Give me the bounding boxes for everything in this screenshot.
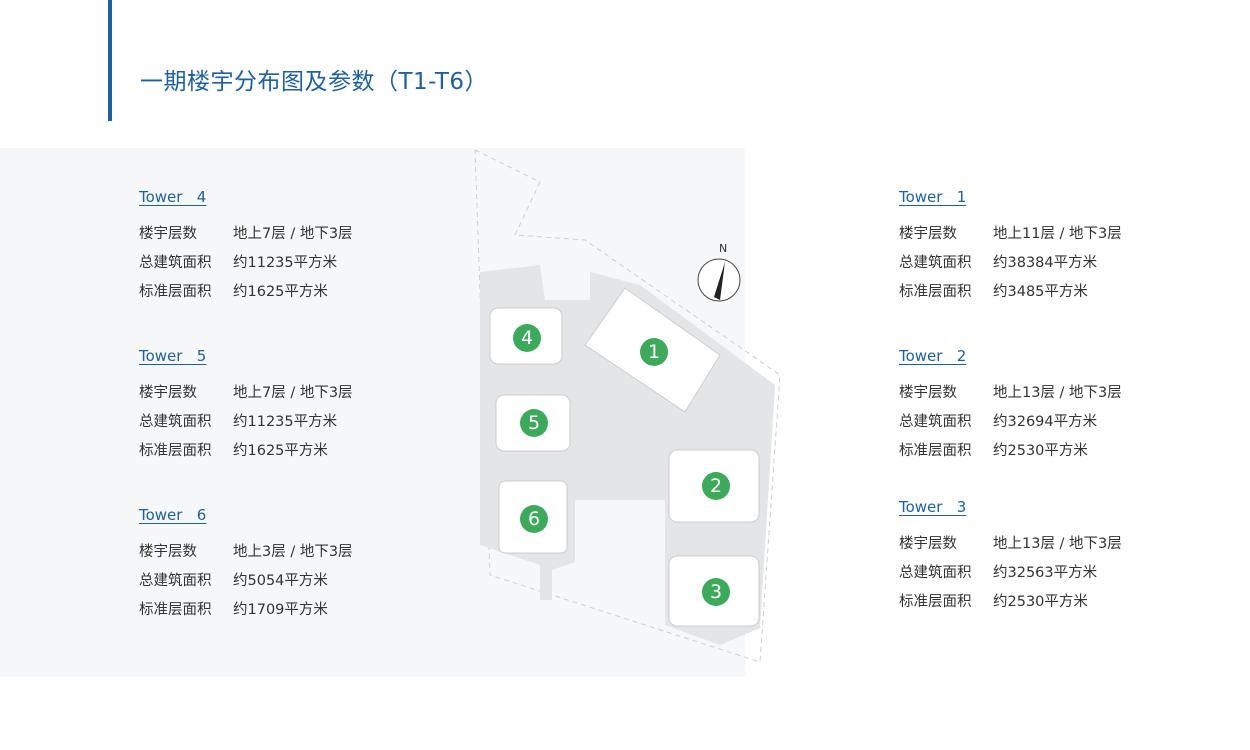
row-value: 约38384平方米 [993, 255, 1098, 271]
floors-row: 楼宇层数 地上13层 / 地下3层 [899, 381, 1122, 410]
total-area-row: 总建筑面积 约11235平方米 [139, 251, 353, 280]
compass-icon [697, 258, 741, 302]
row-value: 约5054平方米 [233, 573, 328, 589]
row-value: 约11235平方米 [233, 414, 338, 430]
row-value: 约1709平方米 [233, 602, 328, 618]
floors-row: 楼宇层数 地上13层 / 地下3层 [899, 532, 1122, 561]
page-title: 一期楼宇分布图及参数（T1-T6） [140, 69, 489, 95]
floor-area-row: 标准层面积 约2530平方米 [899, 439, 1122, 468]
tower-3-info: Tower 3 楼宇层数 地上13层 / 地下3层总建筑面积 约32563平方米标准层… [899, 498, 1122, 619]
row-value: 约1625平方米 [233, 284, 328, 300]
row-label: 总建筑面积 [899, 255, 972, 271]
row-label: 总建筑面积 [139, 573, 212, 589]
tower-name[interactable]: Tower 5 [139, 347, 207, 365]
tower-4-info: Tower 4 楼宇层数 地上7层 / 地下3层总建筑面积 约11235平方米标准层面… [139, 188, 353, 309]
tower-marker-2[interactable]: 2 [702, 472, 730, 500]
row-value: 约3485平方米 [993, 284, 1088, 300]
tower-marker-6[interactable]: 6 [520, 505, 548, 533]
row-value: 地上7层 / 地下3层 [233, 226, 353, 242]
tower-name[interactable]: Tower 6 [139, 506, 207, 524]
row-label: 楼宇层数 [139, 226, 197, 242]
tower-6-info: Tower 6 楼宇层数 地上3层 / 地下3层总建筑面积 约5054平方米标准层面积… [139, 506, 353, 627]
row-value: 约32563平方米 [993, 565, 1098, 581]
tower-marker-1[interactable]: 1 [640, 338, 668, 366]
row-value: 约32694平方米 [993, 414, 1098, 430]
tower-5-info: Tower 5 楼宇层数 地上7层 / 地下3层总建筑面积 约11235平方米标准层面… [139, 347, 353, 468]
tower-name[interactable]: Tower 2 [899, 347, 967, 365]
floors-row: 楼宇层数 地上7层 / 地下3层 [139, 222, 353, 251]
floor-area-row: 标准层面积 约1625平方米 [139, 280, 353, 309]
row-value: 地上13层 / 地下3层 [993, 536, 1122, 552]
tower-name[interactable]: Tower 3 [899, 498, 967, 516]
row-value: 约2530平方米 [993, 443, 1088, 459]
row-label: 标准层面积 [899, 284, 972, 300]
row-value: 约1625平方米 [233, 443, 328, 459]
site-boundary [474, 149, 781, 663]
floors-row: 楼宇层数 地上11层 / 地下3层 [899, 222, 1122, 251]
accent-bar [108, 0, 112, 121]
row-value: 地上13层 / 地下3层 [993, 385, 1122, 401]
row-value: 约2530平方米 [993, 594, 1088, 610]
tower-name[interactable]: Tower 1 [899, 188, 967, 206]
floor-area-row: 标准层面积 约1625平方米 [139, 439, 353, 468]
tower-marker-5[interactable]: 5 [520, 409, 548, 437]
floors-row: 楼宇层数 地上3层 / 地下3层 [139, 540, 353, 569]
row-label: 楼宇层数 [139, 385, 197, 401]
row-label: 标准层面积 [139, 602, 212, 618]
tower-name[interactable]: Tower 4 [139, 188, 207, 206]
row-label: 总建筑面积 [139, 414, 212, 430]
row-value: 地上3层 / 地下3层 [233, 544, 353, 560]
tower-marker-3[interactable]: 3 [702, 578, 730, 606]
row-label: 总建筑面积 [139, 255, 212, 271]
floors-row: 楼宇层数 地上7层 / 地下3层 [139, 381, 353, 410]
total-area-row: 总建筑面积 约5054平方米 [139, 569, 353, 598]
row-label: 标准层面积 [899, 443, 972, 459]
row-label: 标准层面积 [139, 443, 212, 459]
row-label: 标准层面积 [899, 594, 972, 610]
row-label: 楼宇层数 [899, 226, 957, 242]
floor-area-row: 标准层面积 约2530平方米 [899, 590, 1122, 619]
total-area-row: 总建筑面积 约38384平方米 [899, 251, 1122, 280]
row-label: 总建筑面积 [899, 565, 972, 581]
total-area-row: 总建筑面积 约32694平方米 [899, 410, 1122, 439]
row-label: 总建筑面积 [899, 414, 972, 430]
row-label: 标准层面积 [139, 284, 212, 300]
row-value: 地上11层 / 地下3层 [993, 226, 1122, 242]
row-value: 约11235平方米 [233, 255, 338, 271]
tower-2-info: Tower 2 楼宇层数 地上13层 / 地下3层总建筑面积 约32694平方米标准层… [899, 347, 1122, 468]
tower-1-info: Tower 1 楼宇层数 地上11层 / 地下3层总建筑面积 约38384平方米标准层… [899, 188, 1122, 309]
row-label: 楼宇层数 [899, 536, 957, 552]
total-area-row: 总建筑面积 约32563平方米 [899, 561, 1122, 590]
floor-area-row: 标准层面积 约1709平方米 [139, 598, 353, 627]
tower-marker-4[interactable]: 4 [513, 324, 541, 352]
row-value: 地上7层 / 地下3层 [233, 385, 353, 401]
row-label: 楼宇层数 [139, 544, 197, 560]
row-label: 楼宇层数 [899, 385, 957, 401]
floor-area-row: 标准层面积 约3485平方米 [899, 280, 1122, 309]
compass-north-label: N [719, 242, 728, 255]
total-area-row: 总建筑面积 约11235平方米 [139, 410, 353, 439]
